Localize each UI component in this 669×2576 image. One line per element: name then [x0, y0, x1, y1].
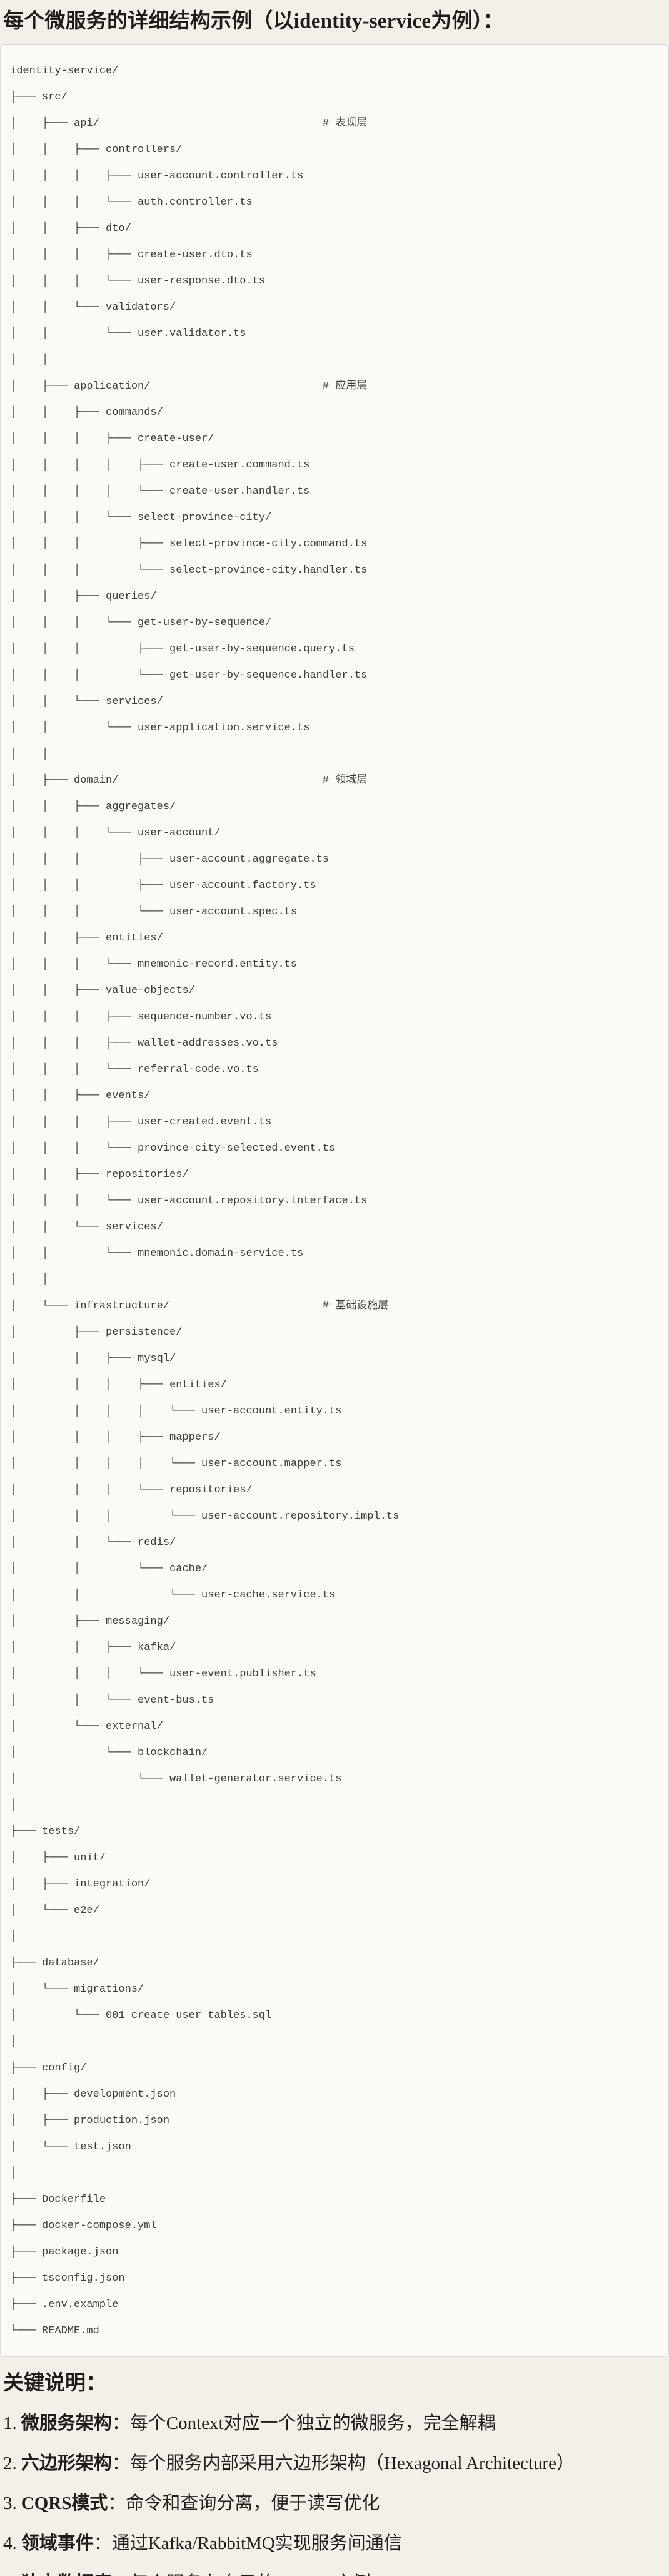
directory-tree: identity-service/ ├─── src/ │ ├─── api/ …: [1, 45, 668, 2356]
note-desc: ：每个服务内部采用六边形架构（Hexagonal Architecture）: [111, 2453, 575, 2473]
directory-tree-code-block: identity-service/ ├─── src/ │ ├─── api/ …: [0, 44, 669, 2357]
note-item: 4.领域事件：通过Kafka/RabbitMQ实现服务间通信: [3, 2531, 669, 2556]
page-title: 每个微服务的详细结构示例（以identity-service为例）：: [3, 10, 504, 33]
notes-heading: 关键说明：: [3, 2372, 106, 2395]
note-item: 1.微服务架构：每个Context对应一个独立的微服务，完全解耦: [3, 2411, 669, 2436]
note-desc: ：通过Kafka/RabbitMQ实现服务间通信: [93, 2533, 402, 2553]
note-number: 1.: [3, 2413, 17, 2433]
note-number: 4.: [3, 2533, 17, 2553]
note-desc: ：每个Context对应一个独立的微服务，完全解耦: [111, 2413, 496, 2433]
note-desc: ：每个服务有自己的MySQL实例: [112, 2573, 371, 2576]
note-term: 微服务架构: [21, 2413, 112, 2433]
note-number: 5.: [3, 2573, 17, 2576]
note-term: 领域事件: [21, 2533, 94, 2553]
note-term: 六边形架构: [21, 2453, 112, 2473]
note-item: 5. 独立数据库：每个服务有自己的MySQL实例: [3, 2571, 669, 2576]
note-desc: ：命令和查询分离，便于读写优化: [108, 2493, 380, 2513]
note-item: 3.CQRS模式：命令和查询分离，便于读写优化: [3, 2491, 669, 2516]
note-item: 2.六边形架构：每个服务内部采用六边形架构（Hexagonal Architec…: [3, 2451, 669, 2476]
notes-list: 1.微服务架构：每个Context对应一个独立的微服务，完全解耦 2.六边形架构…: [0, 2411, 669, 2576]
note-number: 2.: [3, 2453, 17, 2473]
directory-tree-text: identity-service/ ├─── src/ │ ├─── api/ …: [10, 65, 400, 2337]
note-number: 3.: [3, 2493, 17, 2513]
note-term: 独立数据库: [21, 2573, 112, 2576]
note-term: CQRS模式: [21, 2493, 108, 2513]
